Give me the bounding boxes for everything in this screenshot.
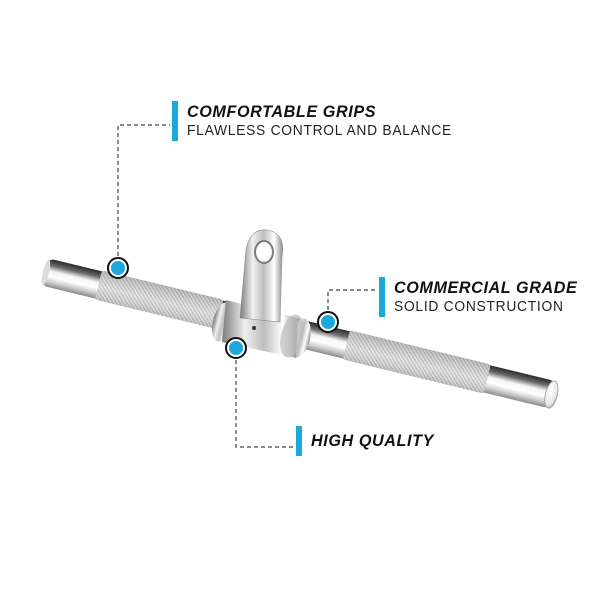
callout-high-quality: HIGH QUALITY bbox=[296, 426, 436, 456]
hotspot-high-quality[interactable] bbox=[225, 337, 247, 359]
accent-bar bbox=[172, 101, 178, 141]
callout-subtitle: SOLID CONSTRUCTION bbox=[394, 297, 564, 315]
callout-title: HIGH QUALITY bbox=[311, 431, 434, 450]
hotspot-dot-icon bbox=[229, 341, 243, 355]
leader-lines bbox=[117, 124, 378, 448]
accent-bar bbox=[296, 426, 302, 456]
hotspot-dot-icon bbox=[321, 315, 335, 329]
callout-title: COMMERCIAL GRADE bbox=[394, 278, 578, 297]
hotspot-dot-icon bbox=[111, 261, 125, 275]
accent-bar bbox=[379, 277, 385, 317]
callout-comfortable-grips: COMFORTABLE GRIPS FLAWLESS CONTROL AND B… bbox=[172, 101, 475, 141]
hotspot-comfortable-grips[interactable] bbox=[107, 257, 129, 279]
callout-commercial-grade: COMMERCIAL GRADE SOLID CONSTRUCTION bbox=[379, 277, 581, 317]
swivel-mount bbox=[212, 229, 311, 358]
callout-title: COMFORTABLE GRIPS bbox=[187, 102, 377, 121]
hotspot-commercial-grade[interactable] bbox=[317, 311, 339, 333]
callout-subtitle: FLAWLESS CONTROL AND BALANCE bbox=[187, 121, 452, 139]
